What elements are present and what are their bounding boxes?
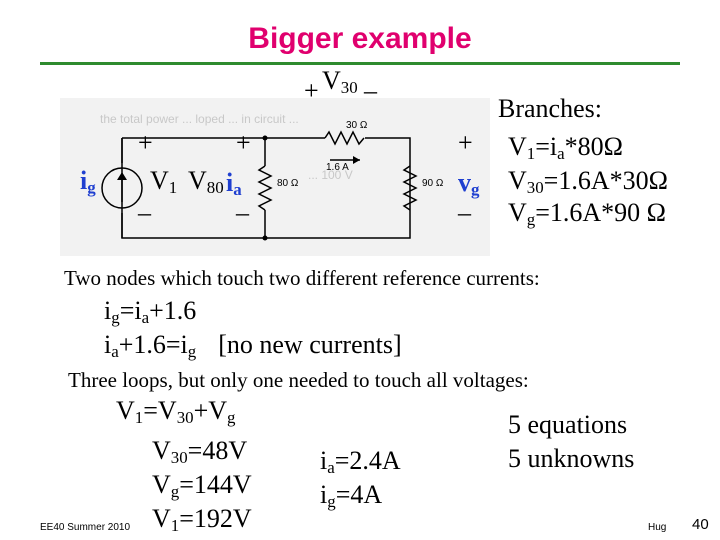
unknown-count: 5 unknowns — [508, 444, 635, 473]
vg-minus: – — [458, 198, 471, 227]
equation-count: 5 equations — [508, 410, 628, 439]
ig-label: ig — [80, 166, 96, 198]
node-eq-2: ia+1.6=ig[no new currents] — [104, 330, 402, 362]
circuit-diagram: the total power ... loped ... in circuit… — [60, 98, 490, 256]
v80-minus: – — [236, 198, 249, 227]
slide-title: Bigger example — [248, 22, 472, 55]
loops-heading: Three loops, but only one needed to touc… — [68, 368, 529, 392]
branch-eq-1: V1=ia*80Ω — [508, 132, 623, 164]
v1-plus: + — [138, 128, 153, 157]
result-v1: V1=192V — [152, 504, 252, 536]
title-rule — [40, 62, 680, 65]
ghost-text-1: the total power ... loped ... in circuit… — [100, 112, 299, 126]
branches-heading: Branches: — [498, 94, 602, 123]
footer-author: Hug — [648, 522, 667, 533]
result-ig: ig=4A — [320, 480, 383, 512]
branch-eq-2: V30=1.6A*30Ω — [508, 166, 668, 198]
r30-label: 30 Ω — [346, 120, 368, 131]
branch-eq-3: Vg=1.6A*90 Ω — [508, 198, 666, 230]
vg-label: vg — [458, 168, 480, 200]
v80-plus: + — [236, 128, 251, 157]
v30-minus: – — [364, 76, 377, 105]
footer-course: EE40 Summer 2010 — [40, 522, 131, 533]
ghost-text-2: ... 100 V — [308, 168, 353, 182]
v30-plus: + — [304, 76, 319, 105]
page-number: 40 — [692, 516, 709, 533]
vg-plus: + — [458, 128, 473, 157]
loop-eq: V1=V30+Vg — [116, 396, 236, 428]
node-eq-1: ig=ia+1.6 — [104, 296, 197, 328]
circuit-schematic — [101, 130, 418, 241]
v80-label: V80 — [188, 166, 224, 198]
ia-label: ia — [226, 168, 242, 200]
isrc-label: 1.6 A — [326, 162, 349, 173]
v1-label: V1 — [150, 166, 178, 198]
result-vg: Vg=144V — [152, 470, 252, 502]
r90-label: 90 Ω — [422, 178, 444, 189]
result-ia: ia=2.4A — [320, 446, 401, 478]
result-v30: V30=48V — [152, 436, 248, 468]
v1-minus: – — [138, 198, 151, 227]
r80-label: 80 Ω — [277, 178, 299, 189]
nodes-heading: Two nodes which touch two different refe… — [64, 266, 540, 290]
v30-label: V30 — [322, 66, 358, 98]
